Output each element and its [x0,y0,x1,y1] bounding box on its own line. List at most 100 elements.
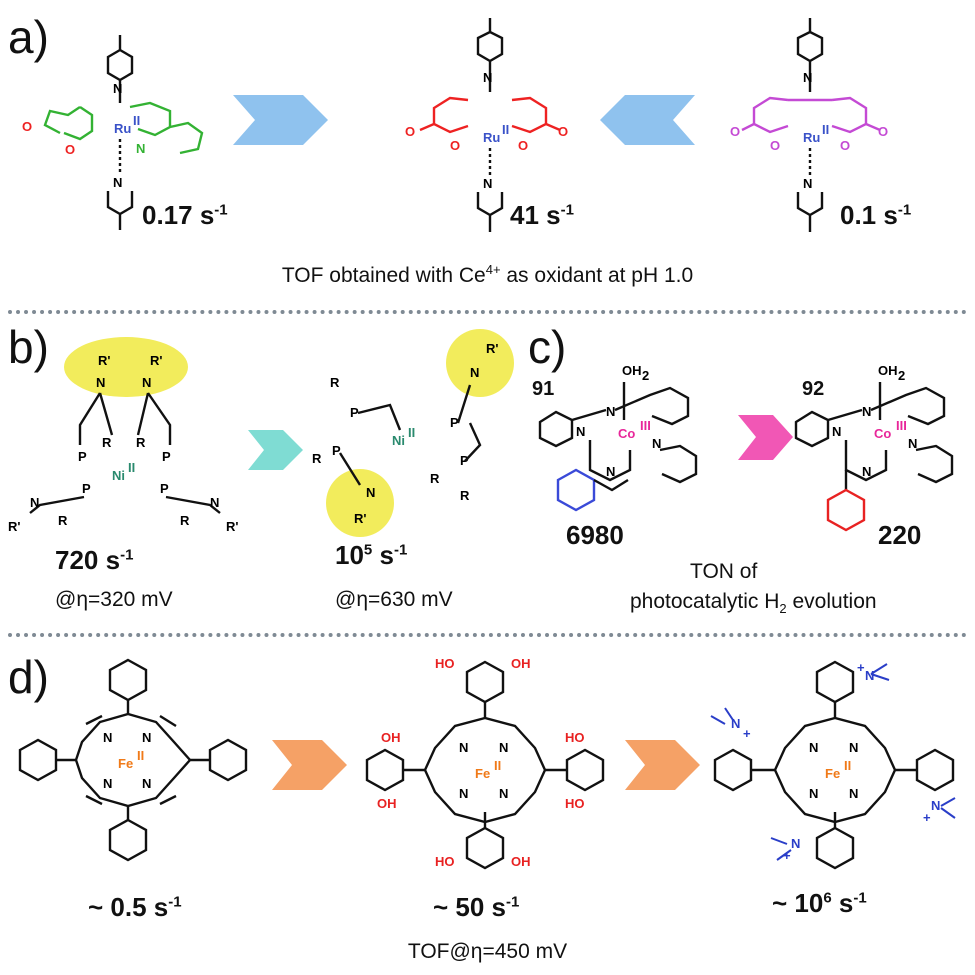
svg-text:N: N [803,70,812,85]
svg-text:N: N [849,786,858,801]
svg-text:N: N [96,375,105,390]
arrow-d1 [272,740,347,790]
svg-text:N: N [865,668,874,683]
svg-text:N: N [113,175,122,190]
compound-c1: 91 [532,378,555,400]
panel-b-label: b) [8,321,49,373]
svg-text:O: O [518,138,528,153]
complex-a3-structure: N O O O O Ru II N [730,18,888,232]
complex-a2-structure: N O O O O Ru II N [405,18,568,232]
svg-text:O: O [22,119,32,134]
svg-text:P: P [82,481,91,496]
caption-d: TOF@η=450 mV [407,940,568,963]
svg-text:N: N [459,740,468,755]
compound-c2: 92 [802,378,825,400]
arrow-b [248,430,303,470]
arrow-d2 [625,740,700,790]
svg-text:III: III [640,418,651,433]
rate-d2: ~ 50 s-1 [433,892,520,922]
svg-text:OH: OH [377,796,397,811]
rate-b2: 105 s-1 [335,540,408,570]
svg-text:HO: HO [565,796,585,811]
panel-a-label: a) [8,11,49,63]
svg-text:N: N [103,730,112,745]
svg-text:N: N [113,81,122,96]
svg-text:N: N [731,716,740,731]
rate-a2: 41 s-1 [510,200,574,230]
svg-text:+: + [783,848,791,863]
svg-text:HO: HO [435,656,455,671]
svg-text:N: N [142,730,151,745]
svg-text:R: R [330,375,340,390]
complex-b2-structure: R' N N R' P P P P Ni II R R R R [312,329,514,537]
arrow-c [738,415,793,460]
svg-text:N: N [809,740,818,755]
svg-text:R: R [136,435,146,450]
svg-text:N: N [576,424,585,439]
divider-2 [8,633,967,637]
svg-text:II: II [822,122,829,137]
svg-text:P: P [450,415,459,430]
svg-text:Co: Co [874,426,891,441]
rate-d1: ~ 0.5 s-1 [88,892,182,922]
panel-c-label: c) [528,321,567,373]
caption-c-line2: photocatalytic H2 evolution [630,590,877,617]
svg-text:O: O [65,142,75,157]
cond-b2: @η=630 mV [335,588,453,611]
svg-text:N: N [862,464,871,479]
svg-text:III: III [896,418,907,433]
svg-text:R': R' [486,341,498,356]
svg-text:N: N [136,141,145,156]
ton-c2: 220 [878,520,922,550]
svg-text:P: P [350,405,359,420]
svg-text:+: + [923,810,931,825]
svg-text:O: O [450,138,460,153]
svg-text:II: II [128,460,135,475]
svg-text:R': R' [354,511,366,526]
svg-text:N: N [142,776,151,791]
svg-text:R': R' [8,519,20,534]
svg-text:O: O [878,124,888,139]
caption-a: TOF obtained with Ce4+ as oxidant at pH … [281,262,694,287]
svg-text:N: N [30,495,39,510]
svg-text:R: R [460,488,470,503]
svg-text:N: N [862,404,871,419]
svg-text:N: N [142,375,151,390]
svg-text:N: N [849,740,858,755]
svg-text:OH: OH [511,854,531,869]
svg-text:OH: OH [381,730,401,745]
svg-text:R': R' [98,353,110,368]
svg-text:O: O [770,138,780,153]
cond-b1: @η=320 mV [55,588,173,611]
svg-text:P: P [78,449,87,464]
svg-text:Ni: Ni [112,468,125,483]
svg-text:R': R' [150,353,162,368]
svg-text:N: N [103,776,112,791]
svg-text:II: II [494,758,501,773]
svg-text:O: O [558,124,568,139]
svg-text:R: R [312,451,322,466]
svg-text:N: N [483,176,492,191]
svg-text:R: R [180,513,190,528]
svg-text:N: N [499,786,508,801]
panel-d-label: d) [8,651,49,703]
svg-text:II: II [133,113,140,128]
svg-text:O: O [730,124,740,139]
svg-text:P: P [160,481,169,496]
svg-text:II: II [408,425,415,440]
divider-1 [8,310,967,314]
svg-text:R': R' [226,519,238,534]
svg-text:N: N [652,436,661,451]
svg-text:II: II [137,748,144,763]
svg-text:Ru: Ru [803,130,820,145]
svg-text:II: II [502,122,509,137]
svg-text:P: P [332,443,341,458]
svg-text:II: II [844,758,851,773]
svg-text:OH: OH [622,363,642,378]
svg-text:Ru: Ru [114,121,131,136]
complex-a1-structure: N O O N Ru II N [22,35,204,230]
svg-text:N: N [470,365,479,380]
